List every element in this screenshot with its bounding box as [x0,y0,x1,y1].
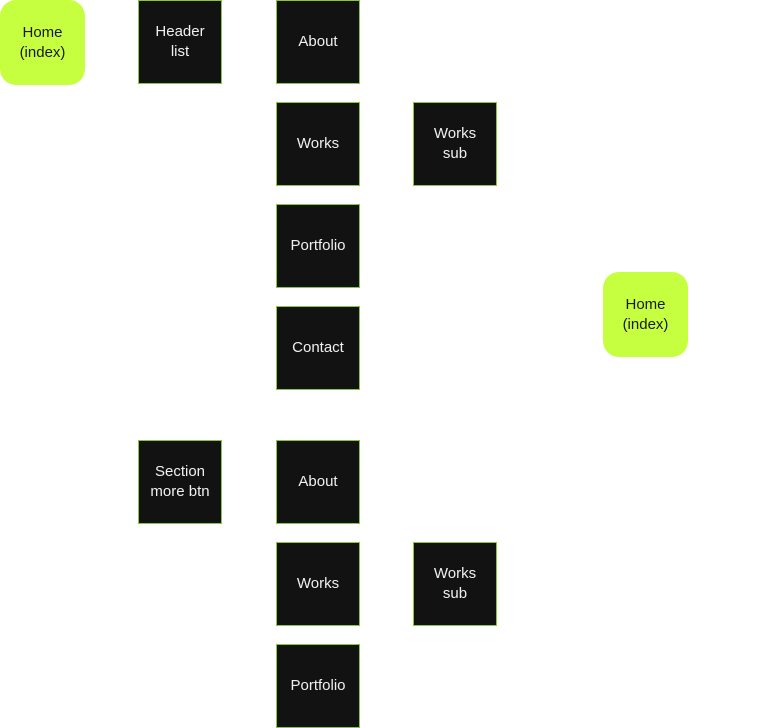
contact-node[interactable]: Contact [276,306,360,390]
works-sub-node-2[interactable]: Works sub [413,542,497,626]
works-node-2[interactable]: Works [276,542,360,626]
header-list-node[interactable]: Header list [138,0,222,84]
section-more-btn-node[interactable]: Section more btn [138,440,222,524]
about-node[interactable]: About [276,0,360,84]
works-node[interactable]: Works [276,102,360,186]
works-sub-node[interactable]: Works sub [413,102,497,186]
portfolio-node-2[interactable]: Portfolio [276,644,360,728]
portfolio-node[interactable]: Portfolio [276,204,360,288]
home-index-node[interactable]: Home (index) [0,0,85,85]
home-index-node-right[interactable]: Home (index) [603,272,688,357]
about-node-2[interactable]: About [276,440,360,524]
